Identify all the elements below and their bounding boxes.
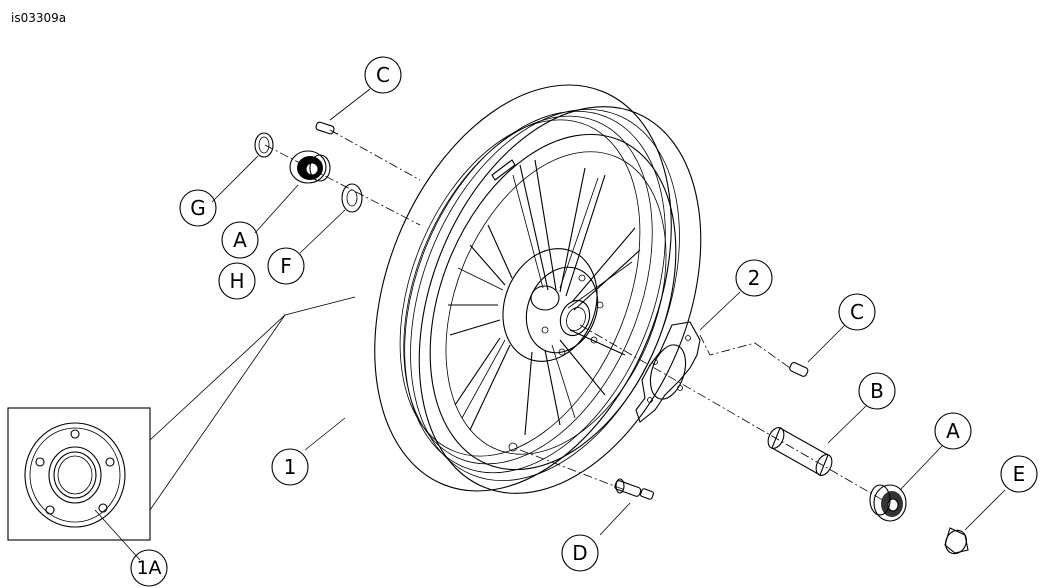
- callout-b: B: [858, 372, 896, 410]
- callout-c-right: C: [838, 293, 876, 331]
- svg-text:A: A: [946, 419, 960, 443]
- callout-2: 2: [735, 259, 773, 297]
- svg-text:1: 1: [284, 455, 297, 479]
- svg-text:1A: 1A: [136, 557, 161, 579]
- svg-text:H: H: [229, 269, 244, 293]
- rim-outer-front: [418, 106, 702, 494]
- callout-a-right: A: [934, 412, 972, 450]
- cap-e: [944, 527, 969, 555]
- spacer-b: [767, 427, 833, 476]
- screw-c-right: [789, 362, 809, 377]
- valve-stem-d: [614, 478, 654, 500]
- callout-f: F: [267, 247, 305, 285]
- rim-marker: [491, 159, 516, 181]
- centerline-right: [579, 324, 901, 511]
- callout-c-top: C: [364, 56, 402, 94]
- bearing-a-top: [289, 150, 331, 184]
- svg-text:E: E: [1013, 462, 1026, 486]
- callout-g: G: [179, 189, 217, 227]
- centerline-left: [264, 144, 421, 226]
- callout-a-top: A: [221, 221, 259, 259]
- svg-text:A: A: [233, 228, 247, 252]
- svg-text:G: G: [190, 196, 206, 220]
- centerline-screw: [699, 334, 791, 369]
- rim-inner-lip: [429, 133, 677, 471]
- wheel-spokes: [448, 159, 641, 436]
- valve-hole: [508, 442, 518, 452]
- detail-inset: [7, 296, 356, 561]
- callout-1: 1: [271, 448, 309, 486]
- centerline-upper: [329, 129, 421, 181]
- screw-c-top: [315, 121, 339, 135]
- callout-e: E: [1000, 455, 1038, 493]
- bearing-a-right: [869, 484, 907, 522]
- wheel-assembly: [374, 84, 702, 494]
- callout-1a: 1A: [130, 549, 168, 587]
- callout-d: D: [561, 534, 599, 572]
- svg-text:C: C: [850, 300, 864, 324]
- callout-h: H: [218, 262, 256, 300]
- washer-g: [254, 132, 274, 158]
- svg-text:D: D: [572, 541, 587, 565]
- figure-id-label: is03309a: [11, 11, 67, 25]
- svg-text:F: F: [280, 254, 292, 278]
- svg-text:B: B: [870, 379, 884, 403]
- washer-f: [341, 183, 363, 213]
- rim-outer-back: [374, 84, 672, 492]
- svg-text:2: 2: [748, 266, 761, 290]
- svg-text:C: C: [376, 63, 390, 87]
- centerline-valve: [519, 449, 626, 491]
- hub-plate-2: [635, 321, 701, 423]
- wheel-hub: [502, 248, 604, 362]
